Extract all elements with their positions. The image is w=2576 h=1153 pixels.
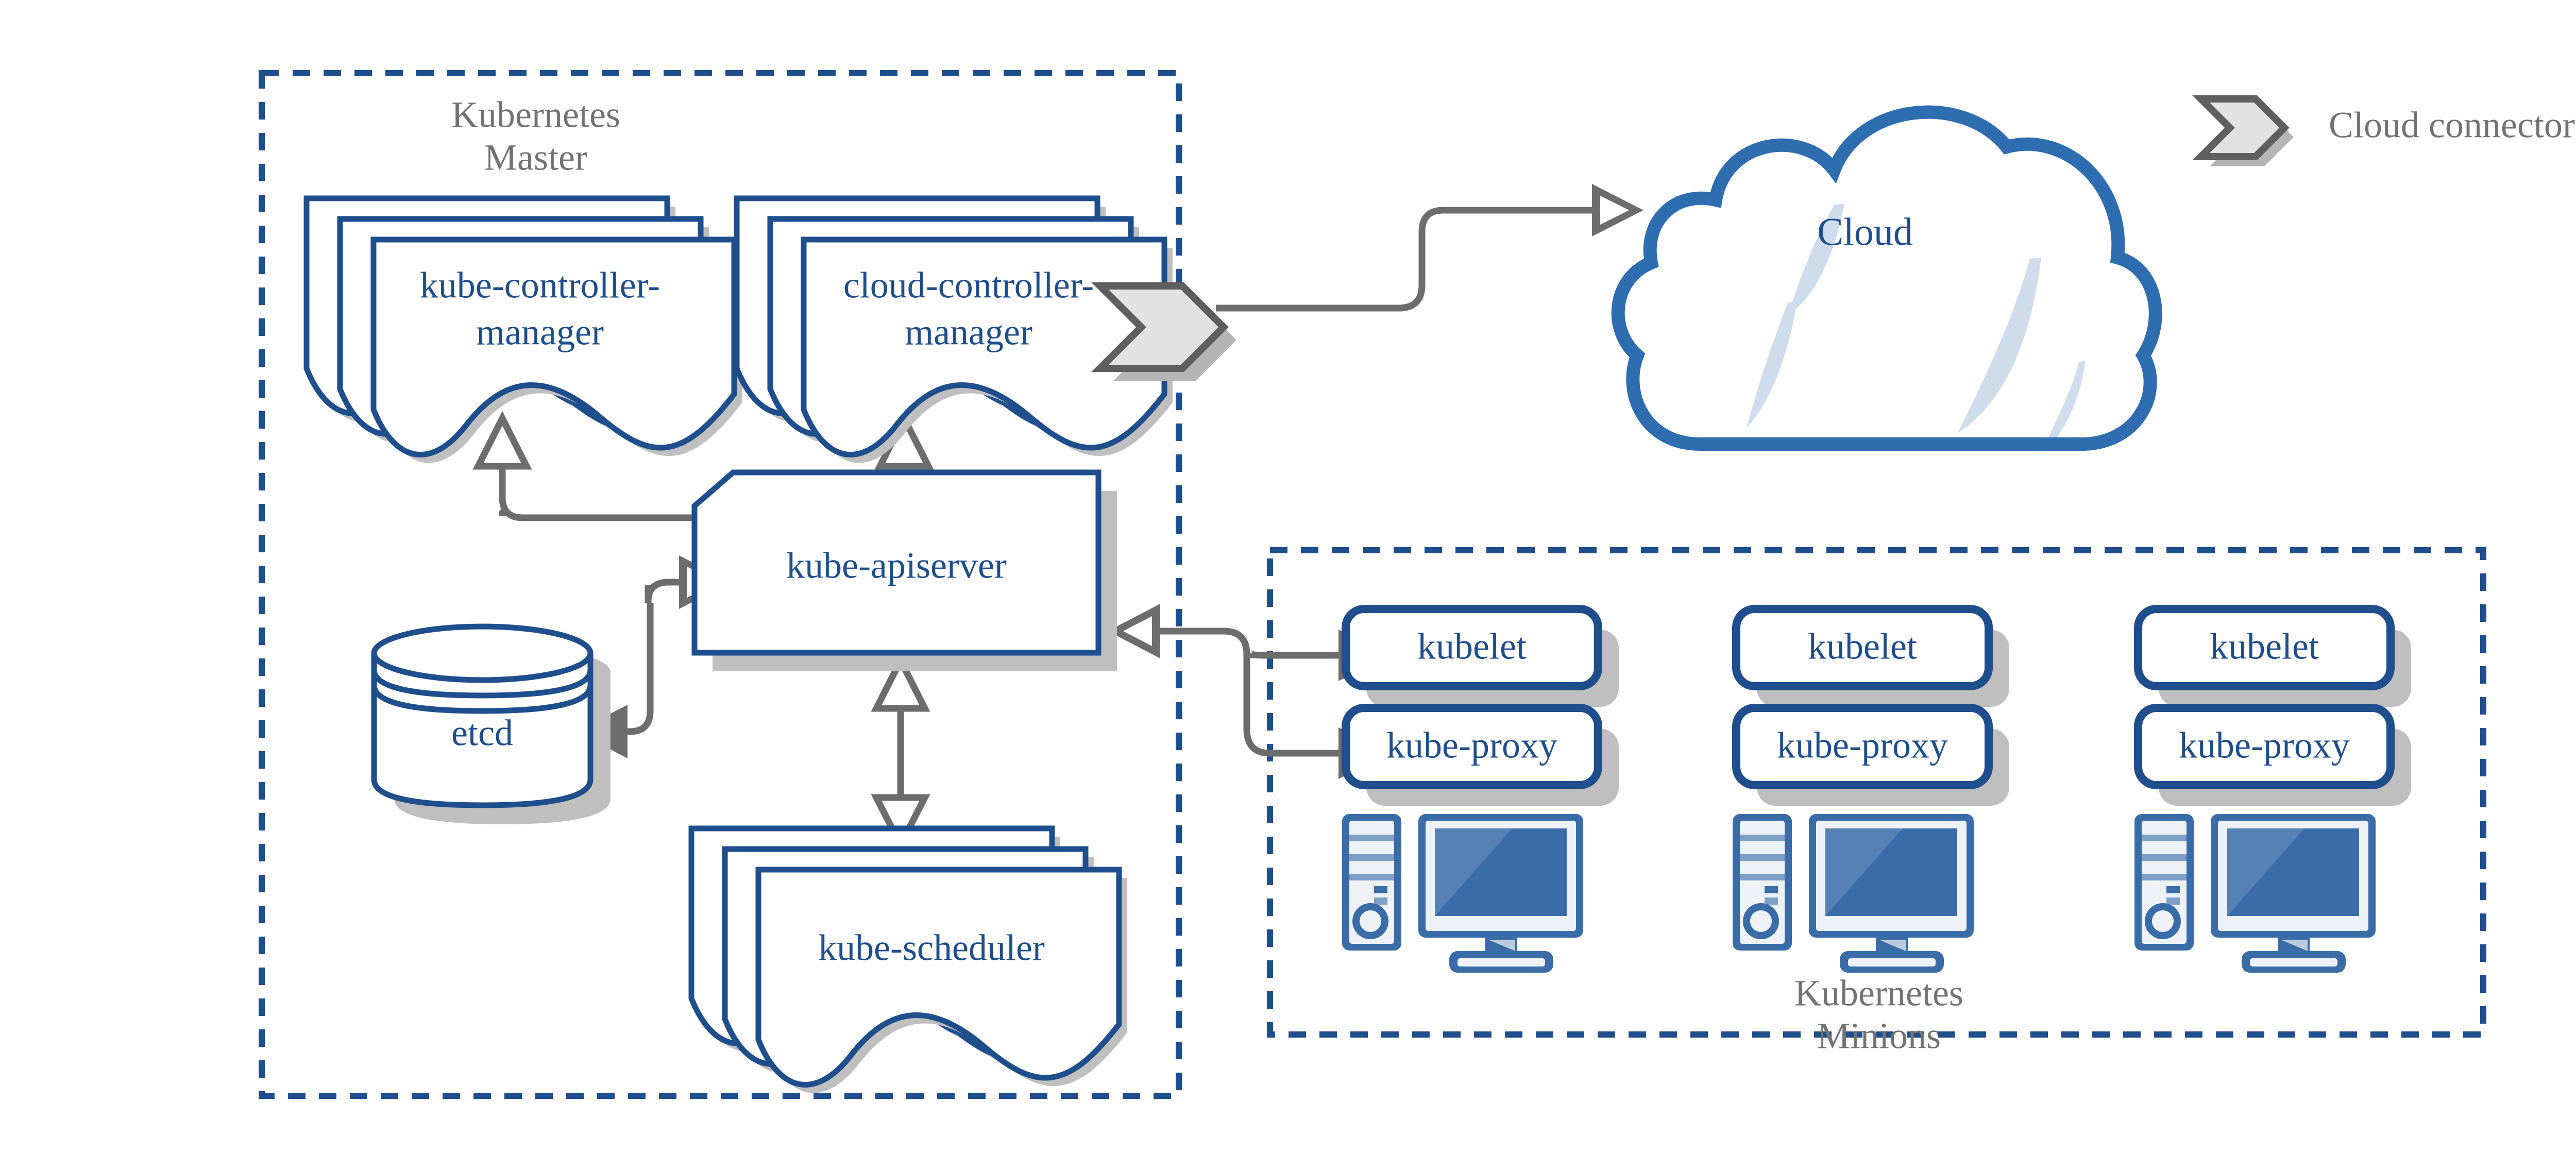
kube-apiserver-label: kube-apiserver — [786, 545, 1007, 586]
minion-1-kubelet[interactable]: kubelet — [1342, 605, 1619, 707]
node-etcd[interactable]: etcd — [371, 623, 611, 824]
arrowhead-up-kube-controller-manager — [472, 411, 532, 470]
cloud-controller-manager-label-line2: manager — [905, 312, 1032, 353]
kubernetes-minions-boundary — [1267, 547, 2486, 1038]
minion-1-kube-proxy[interactable]: kube-proxy — [1342, 704, 1619, 806]
kubernetes-minions-label-line2: Minions — [1817, 1015, 1941, 1057]
kubernetes-master-label-line1: Kubernetes — [451, 94, 620, 135]
cloud-label: Cloud — [1817, 210, 1913, 253]
connector-apiserver-scheduler — [871, 653, 930, 853]
legend-cloud-connector-label: Cloud connector — [2329, 105, 2575, 146]
legend-cloud-connector: Cloud connector — [2192, 95, 2575, 166]
minion-3-kubelet-label: kubelet — [2210, 626, 2319, 667]
cloud-shape[interactable]: Cloud — [1611, 105, 2162, 453]
minion-3-kube-proxy[interactable]: kube-proxy — [2134, 704, 2411, 806]
node-kube-apiserver[interactable]: kube-apiserver — [691, 469, 1117, 671]
minion-2-kube-proxy[interactable]: kube-proxy — [1732, 704, 2009, 806]
minion-2-computer-icon — [1733, 814, 1974, 973]
kube-scheduler-label: kube-scheduler — [818, 927, 1045, 969]
minion-1-kubelet-label: kubelet — [1417, 626, 1527, 667]
minion-node-1: kubelet kube-proxy — [1342, 605, 1619, 973]
cloud-accent-shapes — [1747, 204, 2086, 453]
minion-node-3: kubelet kube-proxy — [2134, 605, 2411, 973]
etcd-label: etcd — [451, 713, 513, 754]
minion-2-kubelet-label: kubelet — [1808, 626, 1917, 667]
connector-cloudconnector-to-cloud — [1216, 184, 1643, 312]
node-cloud-controller-manager[interactable]: cloud-controller- manager — [737, 198, 1173, 463]
kube-controller-manager-label-line2: manager — [476, 312, 604, 353]
cloud-controller-manager-label-line1: cloud-controller- — [843, 265, 1094, 306]
kubernetes-minions-label-line1: Kubernetes — [1794, 973, 1963, 1014]
kubernetes-master-label-line2: Master — [484, 137, 587, 178]
minion-3-computer-icon — [2134, 814, 2376, 973]
minion-3-kubelet[interactable]: kubelet — [2134, 605, 2411, 707]
minion-3-kube-proxy-label: kube-proxy — [2179, 725, 2350, 766]
minion-node-2: kubelet kube-proxy — [1732, 605, 2009, 973]
arrowhead-up-apiserver-scheduler — [871, 653, 930, 712]
node-kube-scheduler[interactable]: kube-scheduler — [691, 828, 1127, 1093]
node-kube-controller-manager[interactable]: kube-controller- manager — [307, 198, 742, 463]
kube-controller-manager-label-line1: kube-controller- — [420, 265, 660, 306]
minion-2-kube-proxy-label: kube-proxy — [1777, 725, 1948, 766]
arrowhead-down-kube-scheduler — [871, 794, 930, 853]
minion-2-kubelet[interactable]: kubelet — [1732, 605, 2009, 707]
minion-1-computer-icon — [1342, 814, 1583, 973]
minion-1-kube-proxy-label: kube-proxy — [1386, 725, 1557, 766]
cloud-connector-icon — [1091, 282, 1236, 381]
kubernetes-master-boundary — [259, 70, 1182, 1099]
